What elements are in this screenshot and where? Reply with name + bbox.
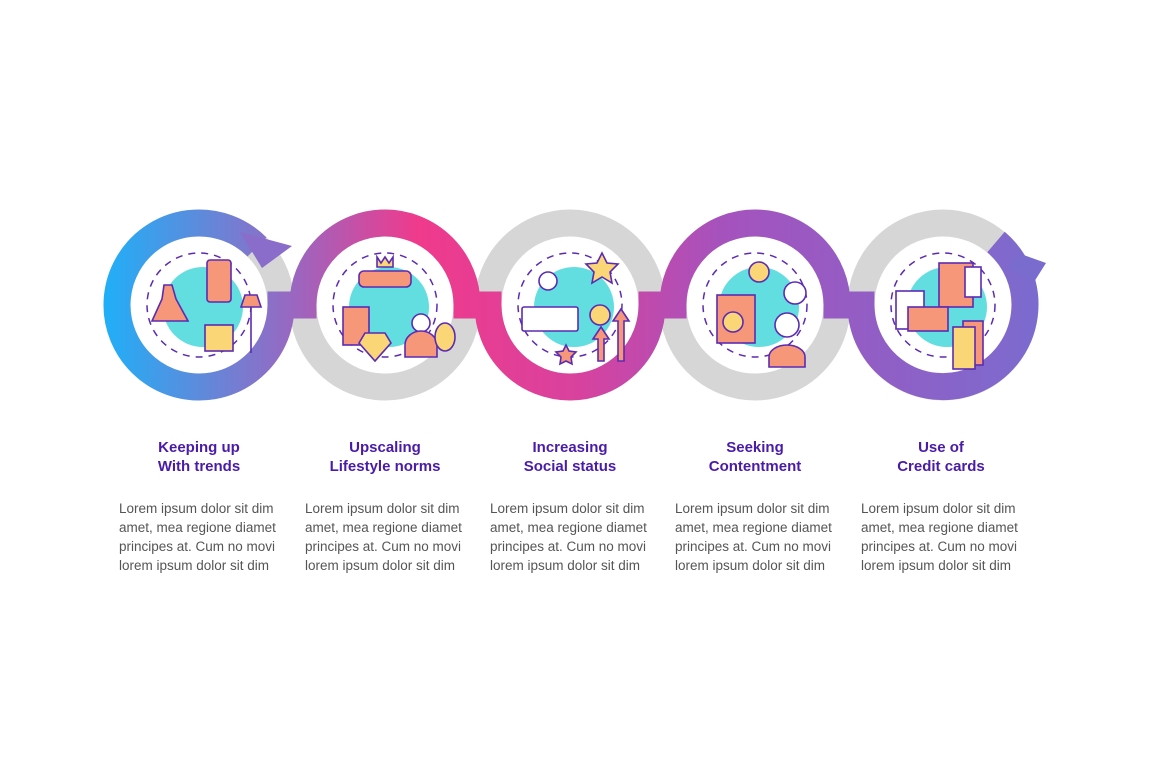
body-line: Lorem ipsum dolor sit dim [861,501,1016,516]
title-line: Use of [918,439,964,456]
step-description: Lorem ipsum dolor sit dim amet, mea regio… [851,499,1031,575]
rating-stars-growth-icon [517,251,631,366]
body-line: principes at. Cum no movi [861,539,1018,554]
title-line: Increasing [532,439,608,456]
body-line: lorem ipsum dolor sit dim [119,558,270,573]
body-line: lorem ipsum dolor sit dim [861,558,1012,573]
step-5: Use of Credit cards Lorem ipsum dolor sit… [851,438,1031,575]
arrow-head-icon [240,232,292,268]
luxury-car-jewelry-icon [332,252,456,363]
title-line: Seeking [726,439,784,456]
step-description: Lorem ipsum dolor sit dim amet, mea regio… [295,499,475,575]
body-line: lorem ipsum dolor sit dim [490,558,641,573]
body-line: Lorem ipsum dolor sit dim [675,501,830,516]
body-line: amet, mea regione diamet [119,520,276,535]
title-line: With trends [157,458,241,475]
body-line: principes at. Cum no movi [490,539,647,554]
step-title: Use of Credit cards [851,438,1031,476]
step-1: Keeping up With trends Lorem ipsum dolor … [109,438,289,575]
arrow-tail-end [1008,253,1046,282]
body-line: lorem ipsum dolor sit dim [305,558,456,573]
snake-path [103,209,1039,401]
body-line: amet, mea regione diamet [675,520,832,535]
title-line: Contentment [708,458,802,475]
title-line: Credit cards [897,458,985,475]
body-line: Lorem ipsum dolor sit dim [119,501,274,516]
body-line: amet, mea regione diamet [490,520,647,535]
title-line: Lifestyle norms [329,458,441,475]
body-line: Lorem ipsum dolor sit dim [490,501,645,516]
body-line: principes at. Cum no movi [119,539,276,554]
title-line: Keeping up [158,439,240,456]
fashion-furniture-icon [146,252,263,358]
credit-card-terminal-icon [890,252,996,370]
body-line: amet, mea regione diamet [861,520,1018,535]
body-line: principes at. Cum no movi [675,539,832,554]
shopping-smile-icon [702,252,808,368]
step-description: Lorem ipsum dolor sit dim amet, mea regio… [665,499,845,575]
step-description: Lorem ipsum dolor sit dim amet, mea regio… [480,499,660,575]
step-title: Keeping up With trends [109,438,289,476]
body-line: amet, mea regione diamet [305,520,462,535]
step-description: Lorem ipsum dolor sit dim amet, mea regio… [109,499,289,575]
title-line: Social status [523,458,617,475]
body-line: lorem ipsum dolor sit dim [675,558,826,573]
body-line: Lorem ipsum dolor sit dim [305,501,460,516]
title-line: Upscaling [349,439,421,456]
body-line: principes at. Cum no movi [305,539,462,554]
